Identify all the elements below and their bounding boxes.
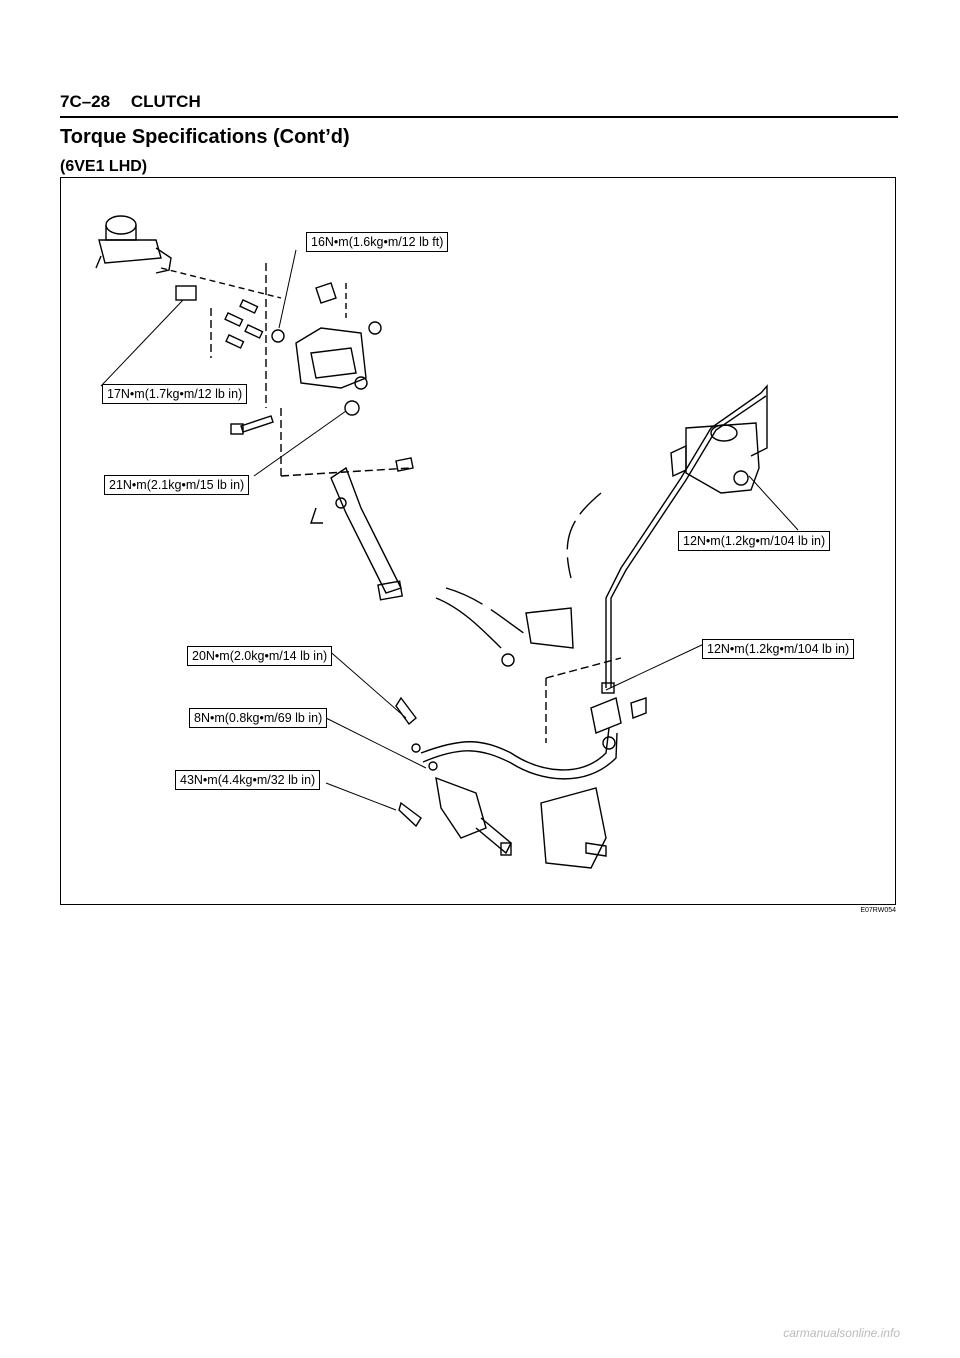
- torque-diagram: 16N•m(1.6kg•m/12 lb ft) 17N•m(1.7kg•m/12…: [60, 177, 896, 905]
- slave-cylinder-drawing: [395, 696, 647, 856]
- clutch-exploded-drawing: [95, 215, 799, 869]
- torque-callout-21nm: 21N•m(2.1kg•m/15 lb in): [104, 475, 250, 495]
- header-rule: [60, 116, 898, 118]
- page-header: 7C–28 CLUTCH: [60, 92, 201, 112]
- torque-callout-17nm: 17N•m(1.7kg•m/12 lb in): [102, 384, 248, 404]
- figure-code: E07RW054: [860, 907, 896, 914]
- torque-callout-12nm-pipe: 12N•m(1.2kg•m/104 lb in): [702, 639, 855, 659]
- torque-callout-8nm: 8N•m(0.8kg•m/69 lb in): [189, 708, 328, 728]
- variant-label: (6VE1 LHD): [60, 158, 148, 175]
- torque-callout-12nm-reservoir: 12N•m(1.2kg•m/104 lb in): [678, 531, 831, 551]
- chapter-title: CLUTCH: [130, 92, 201, 111]
- reservoir-drawing: [670, 422, 760, 494]
- torque-callout-16nm: 16N•m(1.6kg•m/12 lb ft): [306, 232, 449, 252]
- footer-watermark: carmanualsonline.info: [783, 1326, 900, 1340]
- pedal-bracket-drawing: [295, 282, 382, 390]
- section-number: 7C–28: [60, 92, 111, 111]
- page-title: Torque Specifications (Cont’d): [60, 126, 350, 148]
- torque-callout-20nm: 20N•m(2.0kg•m/14 lb in): [187, 646, 333, 666]
- torque-callout-43nm: 43N•m(4.4kg•m/32 lb in): [175, 770, 321, 790]
- clutch-pedal-drawing: [310, 457, 414, 601]
- master-cylinder-drawing: [95, 215, 197, 301]
